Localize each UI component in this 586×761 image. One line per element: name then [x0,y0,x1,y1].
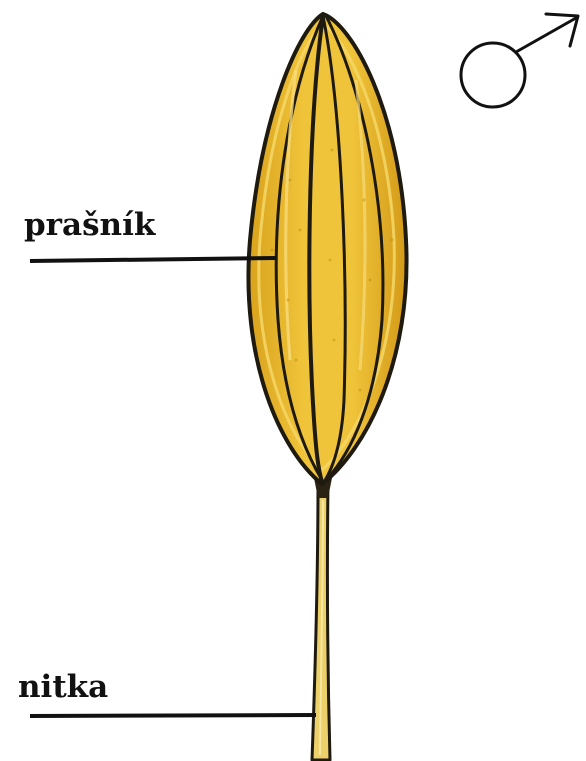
male-symbol-icon [461,14,578,107]
anther-label: prašník [24,210,155,241]
anther [248,14,406,484]
filament-leader-line [30,715,316,716]
filament [312,478,332,760]
filament-label: nitka [18,672,108,703]
anther-leader-line [30,258,276,261]
